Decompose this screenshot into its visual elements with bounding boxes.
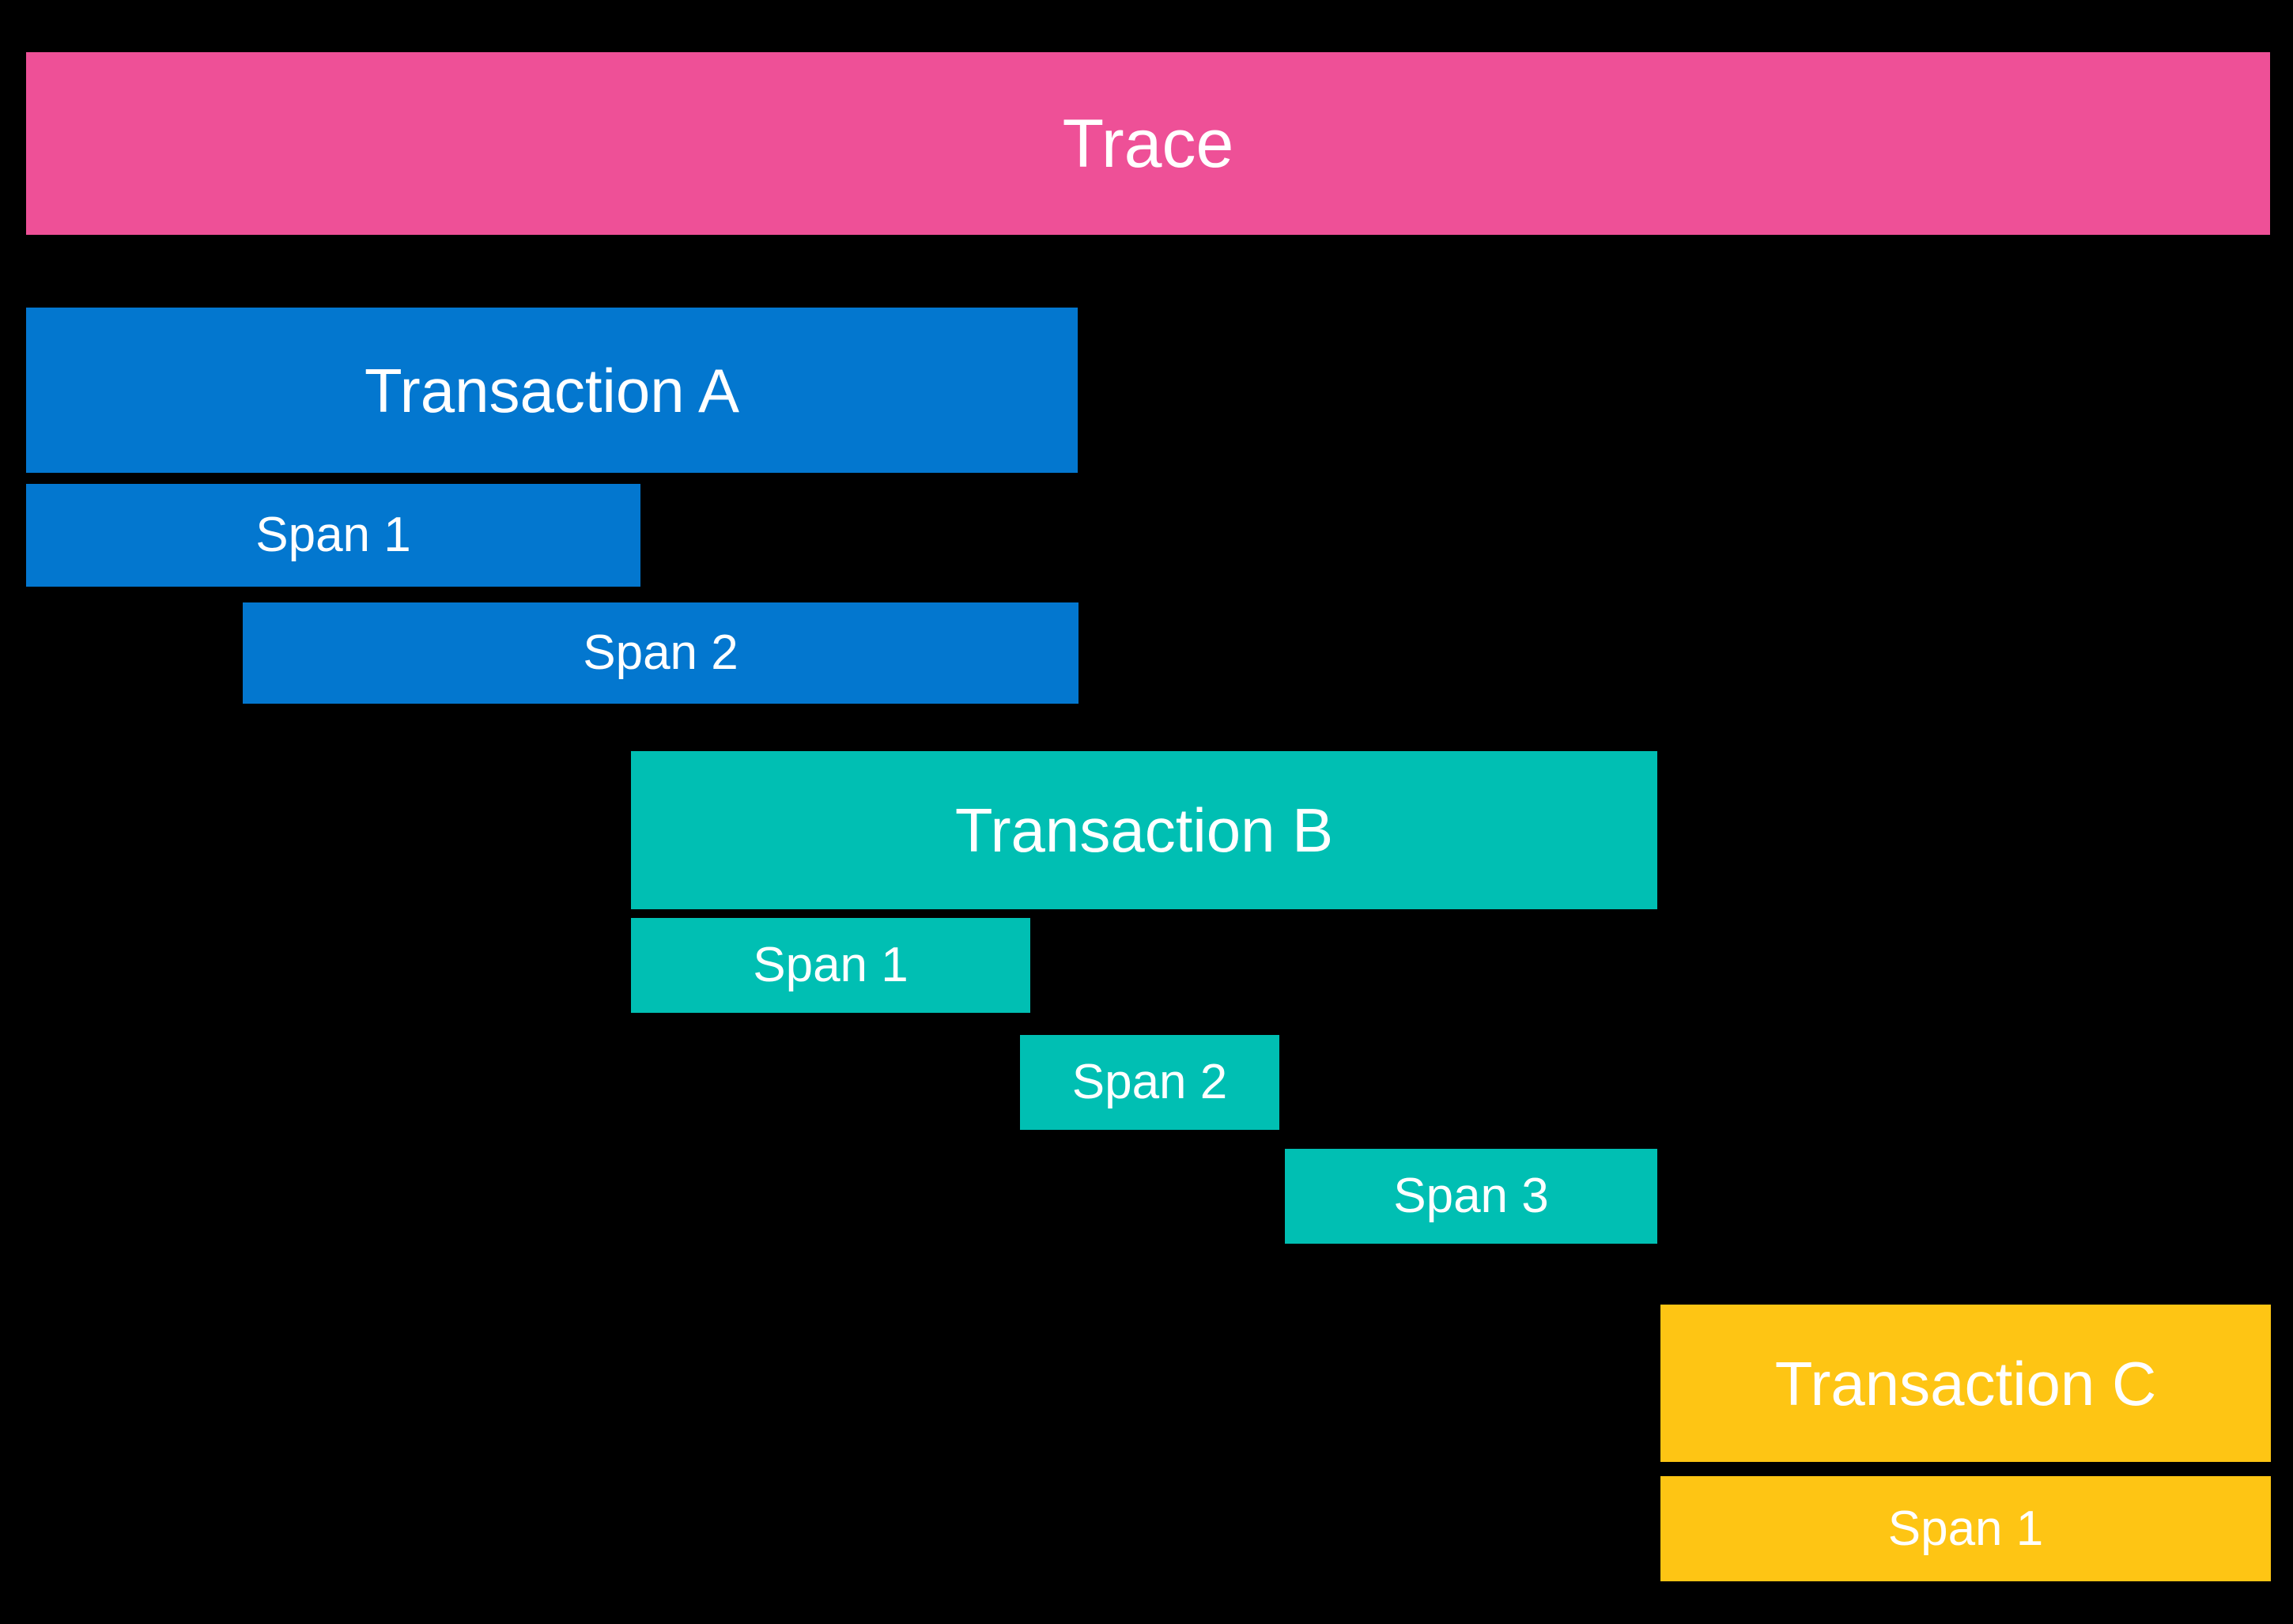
transaction-b-span-2-label: Span 2 [1071,1055,1228,1109]
transaction-a-span-2-bar[interactable]: Span 2 [243,602,1079,704]
trace-label: Trace [1062,105,1234,182]
transaction-c-span-1-bar[interactable]: Span 1 [1660,1476,2271,1581]
transaction-a-span-1-bar[interactable]: Span 1 [26,484,640,587]
transaction-b-span-1-bar[interactable]: Span 1 [631,918,1030,1013]
transaction-b-bar[interactable]: Transaction B [631,751,1657,909]
transaction-b-label: Transaction B [954,795,1334,865]
transaction-a-label: Transaction A [364,355,740,425]
transaction-b-span-3-label: Span 3 [1393,1169,1549,1223]
transaction-b-span-1-label: Span 1 [753,938,909,992]
transaction-c-span-1-label: Span 1 [1887,1501,2044,1556]
transaction-c-bar[interactable]: Transaction C [1660,1305,2271,1462]
transaction-a-span-2-label: Span 2 [583,625,739,680]
trace-bar[interactable]: Trace [26,52,2270,235]
transaction-b-span-2-bar[interactable]: Span 2 [1020,1035,1279,1130]
transaction-a-span-1-label: Span 1 [255,508,411,562]
transaction-b-span-3-bar[interactable]: Span 3 [1285,1149,1657,1244]
transaction-c-label: Transaction C [1774,1348,2157,1418]
transaction-a-bar[interactable]: Transaction A [26,308,1078,473]
